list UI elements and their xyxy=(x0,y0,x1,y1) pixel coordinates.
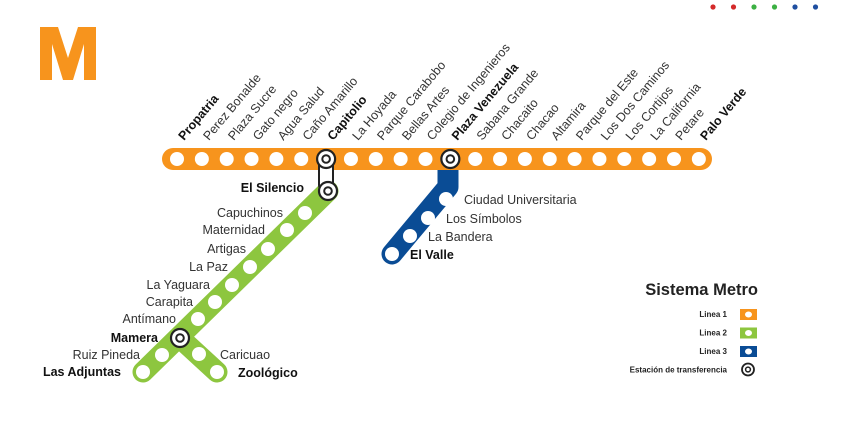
station-cano-amarillo[interactable] xyxy=(294,152,309,166)
transfer-icon xyxy=(323,186,333,196)
station-label: La Bandera xyxy=(428,230,493,244)
station-label: Zoológico xyxy=(238,366,298,380)
legend-label: Linea 3 xyxy=(699,347,727,356)
station-colegio-de-ingenieros[interactable] xyxy=(418,152,433,166)
station-la-california[interactable] xyxy=(642,152,657,166)
green-dot xyxy=(751,4,757,10)
station-bellas-artes[interactable] xyxy=(393,152,408,166)
station-palo-verde[interactable] xyxy=(691,152,706,166)
station-chacaito[interactable] xyxy=(493,152,508,166)
blue-dot xyxy=(792,4,798,10)
station-las-adjuntas[interactable] xyxy=(136,365,150,379)
station-artigas[interactable] xyxy=(261,242,275,256)
station-agua-salud[interactable] xyxy=(269,152,284,166)
station-label: Maternidad xyxy=(202,223,265,237)
station-los-cortijos[interactable] xyxy=(617,152,632,166)
station-antimano[interactable] xyxy=(191,312,205,326)
station-label: Ruiz Pineda xyxy=(73,348,140,362)
station-altamira[interactable] xyxy=(542,152,557,166)
station-parque-carabobo[interactable] xyxy=(368,152,383,166)
station-label: La Paz xyxy=(189,260,228,274)
station-label: Ciudad Universitaria xyxy=(464,193,577,207)
station-label: El Valle xyxy=(410,248,454,262)
station-el-valle[interactable] xyxy=(385,247,399,261)
header-dots xyxy=(710,4,819,10)
legend-title: Sistema Metro xyxy=(645,281,758,299)
blue-dot xyxy=(812,4,819,10)
station-maternidad[interactable] xyxy=(280,223,294,237)
red-dot xyxy=(710,4,716,10)
station-propatria[interactable] xyxy=(170,152,184,166)
station-chacao[interactable] xyxy=(517,152,532,166)
metro-logo xyxy=(40,27,96,80)
legend: Sistema Metro Linea 1 Linea 2 Linea 3 Estac… xyxy=(630,281,758,377)
swatch-dot xyxy=(745,330,752,336)
transfer-icon xyxy=(321,154,331,164)
station-perez-bonalde[interactable] xyxy=(194,152,209,166)
station-zoologico[interactable] xyxy=(210,365,224,379)
swatch-dot xyxy=(745,311,752,318)
legend-label: Estación de transferencia xyxy=(630,366,728,375)
red-dot xyxy=(730,4,737,10)
station-los-simbolos[interactable] xyxy=(421,211,435,225)
station-la-yaguara[interactable] xyxy=(225,278,239,292)
station-label: Mamera xyxy=(111,331,159,345)
transfer-icon xyxy=(445,154,456,164)
station-los-dos-caminos[interactable] xyxy=(592,152,607,166)
station-carapita[interactable] xyxy=(208,295,222,309)
station-label: Las Adjuntas xyxy=(43,365,121,379)
station-parque-del-este[interactable] xyxy=(567,152,582,166)
station-label: El Silencio xyxy=(241,181,305,195)
legend-label: Linea 1 xyxy=(699,310,727,319)
green-dot xyxy=(771,4,778,10)
station-plaza-sucre[interactable] xyxy=(219,152,234,166)
station-sabana-grande[interactable] xyxy=(468,152,483,166)
station-ciudad-universitaria[interactable] xyxy=(439,192,453,206)
station-label: Antímano xyxy=(122,312,176,326)
station-label: Los Símbolos xyxy=(446,212,522,226)
station-la-bandera[interactable] xyxy=(403,229,417,243)
station-label: La Yaguara xyxy=(147,278,211,292)
station-petare[interactable] xyxy=(667,152,681,166)
station-caricuao[interactable] xyxy=(192,347,206,361)
legend-label: Linea 2 xyxy=(699,329,727,338)
station-label: Capuchinos xyxy=(217,206,283,220)
station-label: Artigas xyxy=(207,242,246,256)
station-ruiz-pineda[interactable] xyxy=(155,348,169,362)
station-gato-negro[interactable] xyxy=(244,152,259,166)
station-la-hoyada[interactable] xyxy=(343,152,358,166)
station-la-paz[interactable] xyxy=(243,260,257,274)
station-label: Caricuao xyxy=(220,348,270,362)
swatch-dot xyxy=(745,348,752,355)
transfer-icon xyxy=(175,333,185,343)
station-label: Carapita xyxy=(146,295,193,309)
transfer-icon-inner xyxy=(744,366,752,373)
station-capuchinos[interactable] xyxy=(298,206,312,220)
